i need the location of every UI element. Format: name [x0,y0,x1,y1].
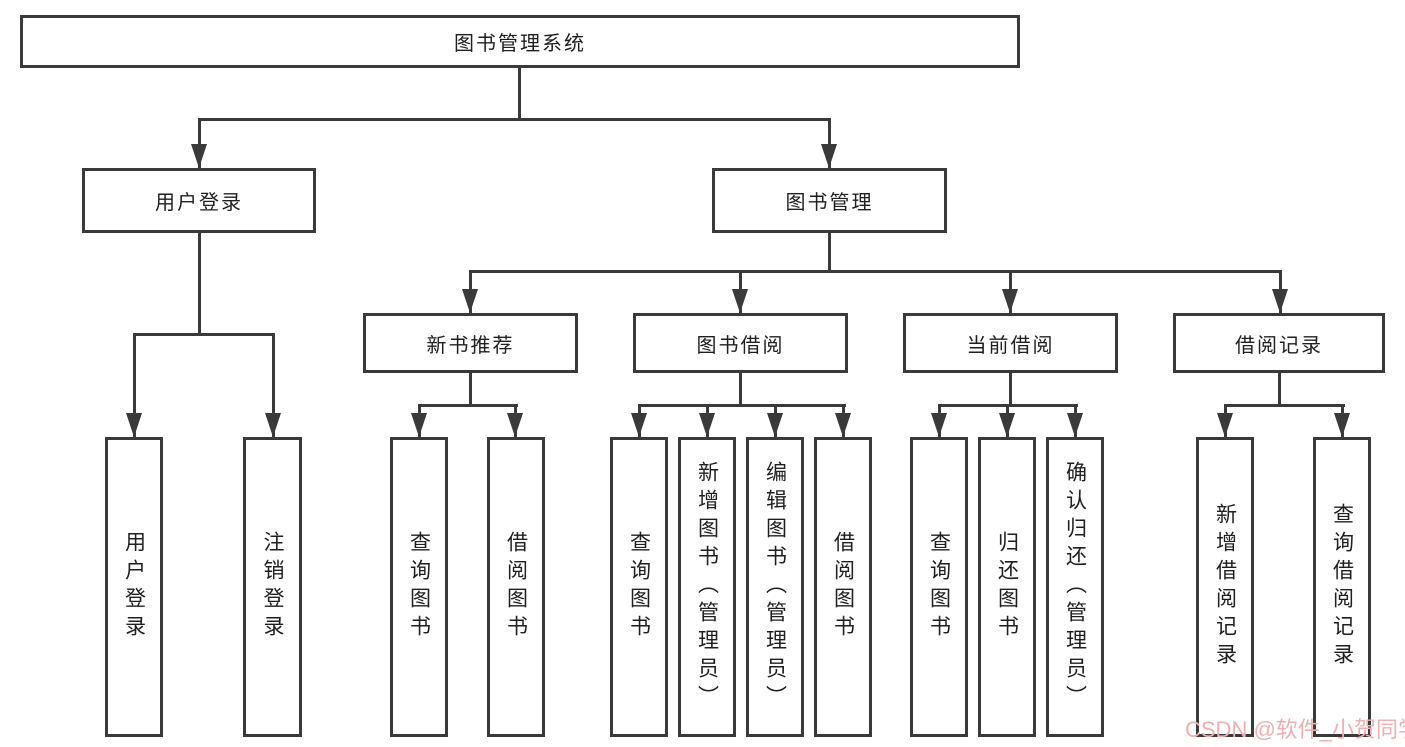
connector-newbooks-horizontal [418,404,518,407]
node-book-management-label: 图书管理 [785,192,874,214]
leaf-return-books: 归还图书 [978,437,1036,737]
node-book-borrow: 图书借阅 [633,313,848,373]
leaf-return-books-label: 归还图书 [995,531,1019,643]
leaf-add-books-admin-label: 新增图书（管理员） [695,461,719,713]
connector-records-horizontal [1224,404,1345,407]
node-new-book-recommend: 新书推荐 [363,313,578,373]
connector-borrow-horizontal [638,404,846,407]
leaf-add-books-admin: 新增图书（管理员） [678,437,736,737]
arrowhead-icon [507,413,523,437]
leaf-edit-books-admin: 编辑图书（管理员） [746,437,804,737]
leaf-logout: 注销登录 [243,437,302,737]
leaf-borrow-books-label: 借阅图书 [831,531,855,643]
leaf-user-login: 用户登录 [105,437,163,737]
node-new-book-recommend-label: 新书推荐 [426,334,515,357]
arrowhead-icon [835,413,851,437]
arrowhead-icon [1217,413,1233,437]
csdn-watermark: CSDN @软件_小贺同学 [1185,717,1405,742]
leaf-borrow-books: 借阅图书 [814,437,872,737]
connector-drop-leaf [272,333,275,437]
leaf-query-books-current: 查询图书 [910,437,968,737]
connector-book-mgmt-horizontal [469,270,1282,273]
arrowhead-icon [1272,289,1288,313]
leaf-borrow-books-recommend: 借阅图书 [487,437,545,737]
node-root: 图书管理系统 [20,15,1020,68]
leaf-query-books-recommend: 查询图书 [390,437,448,737]
leaf-query-borrow-record: 查询借阅记录 [1313,437,1371,737]
arrowhead-icon [1334,413,1350,437]
connector-user-login-horizontal [133,333,275,336]
arrowhead-icon [462,289,478,313]
leaf-borrow-books-recommend-label: 借阅图书 [504,531,528,643]
connector-records-stem [1278,373,1281,407]
connector-drop-leaf [133,333,136,437]
connector-user-login-stem [198,233,201,336]
arrowhead-icon [732,289,748,313]
arrowhead-icon [126,413,142,437]
node-user-login: 用户登录 [82,168,316,233]
leaf-query-borrow-record-label: 查询借阅记录 [1330,503,1354,671]
leaf-user-login-label: 用户登录 [122,531,146,643]
node-root-label: 图书管理系统 [454,33,586,55]
connector-current-stem [1009,373,1012,407]
leaf-add-borrow-record: 新增借阅记录 [1196,437,1254,737]
leaf-edit-books-admin-label: 编辑图书（管理员） [763,461,787,713]
node-user-login-label: 用户登录 [155,192,243,214]
node-current-borrow-label: 当前借阅 [966,334,1055,357]
node-borrow-records-label: 借阅记录 [1235,334,1323,357]
node-book-borrow-label: 图书借阅 [696,334,785,357]
arrowhead-icon [631,413,647,437]
connector-root-stem [518,68,521,121]
arrowhead-icon [265,413,281,437]
connector-drop-user-login [198,118,201,168]
arrowhead-icon [411,413,427,437]
leaf-query-books-current-label: 查询图书 [927,531,951,643]
arrowhead-icon [767,413,783,437]
arrowhead-icon [821,144,837,168]
arrowhead-icon [1002,289,1018,313]
leaf-confirm-return-admin: 确认归还（管理员） [1046,437,1104,737]
connector-newbooks-stem [469,373,472,407]
leaf-logout-label: 注销登录 [261,531,284,643]
connector-borrow-stem [739,373,742,407]
connector-drop-book-mgmt [828,118,831,168]
leaf-query-books-recommend-label: 查询图书 [407,531,431,643]
leaf-add-borrow-record-label: 新增借阅记录 [1213,503,1237,671]
arrowhead-icon [191,144,207,168]
node-book-management: 图书管理 [712,168,947,233]
arrowhead-icon [699,413,715,437]
connector-book-mgmt-stem [828,233,831,273]
arrowhead-icon [1067,413,1083,437]
node-current-borrow: 当前借阅 [903,313,1118,373]
connector-root-horizontal [198,118,831,121]
leaf-confirm-return-admin-label: 确认归还（管理员） [1063,461,1087,713]
leaf-query-books-borrow-label: 查询图书 [627,531,651,643]
arrowhead-icon [931,413,947,437]
node-borrow-records: 借阅记录 [1173,313,1385,373]
arrowhead-icon [999,413,1015,437]
leaf-query-books-borrow: 查询图书 [610,437,668,737]
